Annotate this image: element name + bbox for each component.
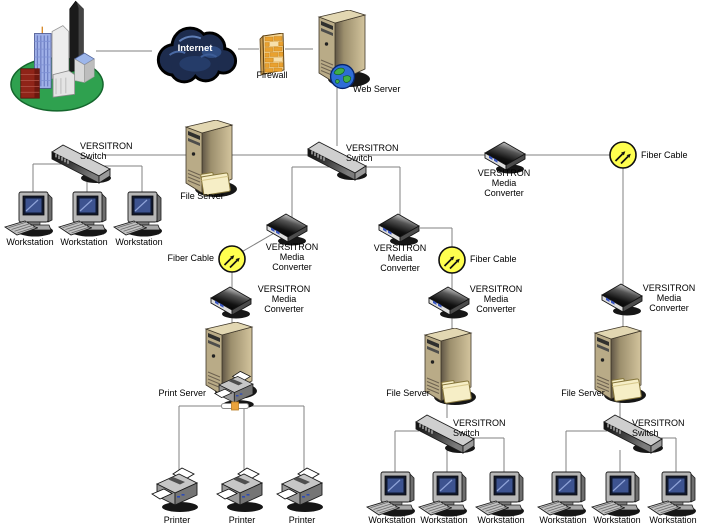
internet-cloud-label: Internet [177, 43, 213, 54]
printer-1-label: Printer [163, 515, 191, 525]
workstation-c3-label: Workstation [649, 515, 697, 525]
switch-b-label: VERSITRON Switch [453, 418, 506, 438]
media-converter-b1-label: VERSITRON Media Converter [373, 243, 427, 273]
workstation-b3-label: Workstation [477, 515, 525, 525]
workstation-d2-label: Workstation [60, 237, 108, 247]
workstation-d3-label: Workstation [115, 237, 163, 247]
city-buildings-icon [8, 0, 106, 114]
internet-cloud-icon [150, 19, 240, 89]
fiber-cable-right-icon [608, 140, 638, 170]
folder-icon [611, 375, 642, 402]
fiber-cable-b-label: Fiber Cable [470, 254, 517, 264]
globe-icon [329, 63, 356, 90]
workstation-b1-icon [366, 469, 418, 517]
workstation-c2-icon [591, 469, 643, 517]
printer-3-label: Printer [288, 515, 316, 525]
media-converter-b1-icon [375, 211, 423, 247]
web-server-label: Web Server [353, 84, 401, 94]
media-converter-b2-label: VERSITRON Media Converter [469, 284, 523, 314]
web-server-icon [309, 10, 373, 90]
workstation-b1-label: Workstation [368, 515, 416, 525]
firewall-icon [257, 33, 287, 75]
workstation-b2-icon [418, 469, 470, 517]
workstation-c1-icon [537, 469, 589, 517]
file-server-c-label: File Server [561, 388, 605, 398]
switch-main-label: VERSITRON Switch [346, 143, 399, 163]
workstation-b2-label: Workstation [420, 515, 468, 525]
media-converter-a2-label: VERSITRON Media Converter [257, 284, 311, 314]
workstation-d1-label: Workstation [6, 237, 54, 247]
switch-c-label: VERSITRON Switch [632, 418, 685, 438]
file-server-left-icon [176, 120, 240, 200]
media-converter-a2-icon [207, 284, 255, 320]
printer-2-label: Printer [228, 515, 256, 525]
folder-icon [441, 377, 472, 404]
fiber-cable-a-label: Fiber Cable [167, 253, 214, 263]
printer-1-icon [151, 467, 203, 513]
workstation-c2-label: Workstation [593, 515, 641, 525]
printer-3-icon [276, 467, 328, 513]
printer-2-icon [216, 467, 268, 513]
workstation-d1-icon [4, 189, 56, 237]
media-converter-c2-label: VERSITRON Media Converter [642, 283, 696, 313]
workstation-d3-icon [113, 189, 165, 237]
fiber-cable-a-icon [217, 244, 247, 274]
fiber-cable-b-icon [437, 245, 467, 275]
workstation-c3-icon [647, 469, 699, 517]
print-server-label: Print Server [158, 388, 206, 398]
fiber-cable-right-label: Fiber Cable [641, 150, 688, 160]
firewall-label: Firewall [256, 70, 288, 80]
file-server-b-label: File Server [386, 388, 430, 398]
switch-left-label: VERSITRON Switch [80, 141, 133, 161]
wire [237, 231, 277, 255]
media-converter-right-label: VERSITRON Media Converter [477, 168, 531, 198]
file-server-left-label: File Server [180, 191, 224, 201]
media-converter-a1-label: VERSITRON Media Converter [265, 242, 319, 272]
workstation-b3-icon [475, 469, 527, 517]
printer-tap-icon [221, 401, 249, 411]
workstation-d2-icon [58, 189, 110, 237]
workstation-c1-label: Workstation [539, 515, 587, 525]
